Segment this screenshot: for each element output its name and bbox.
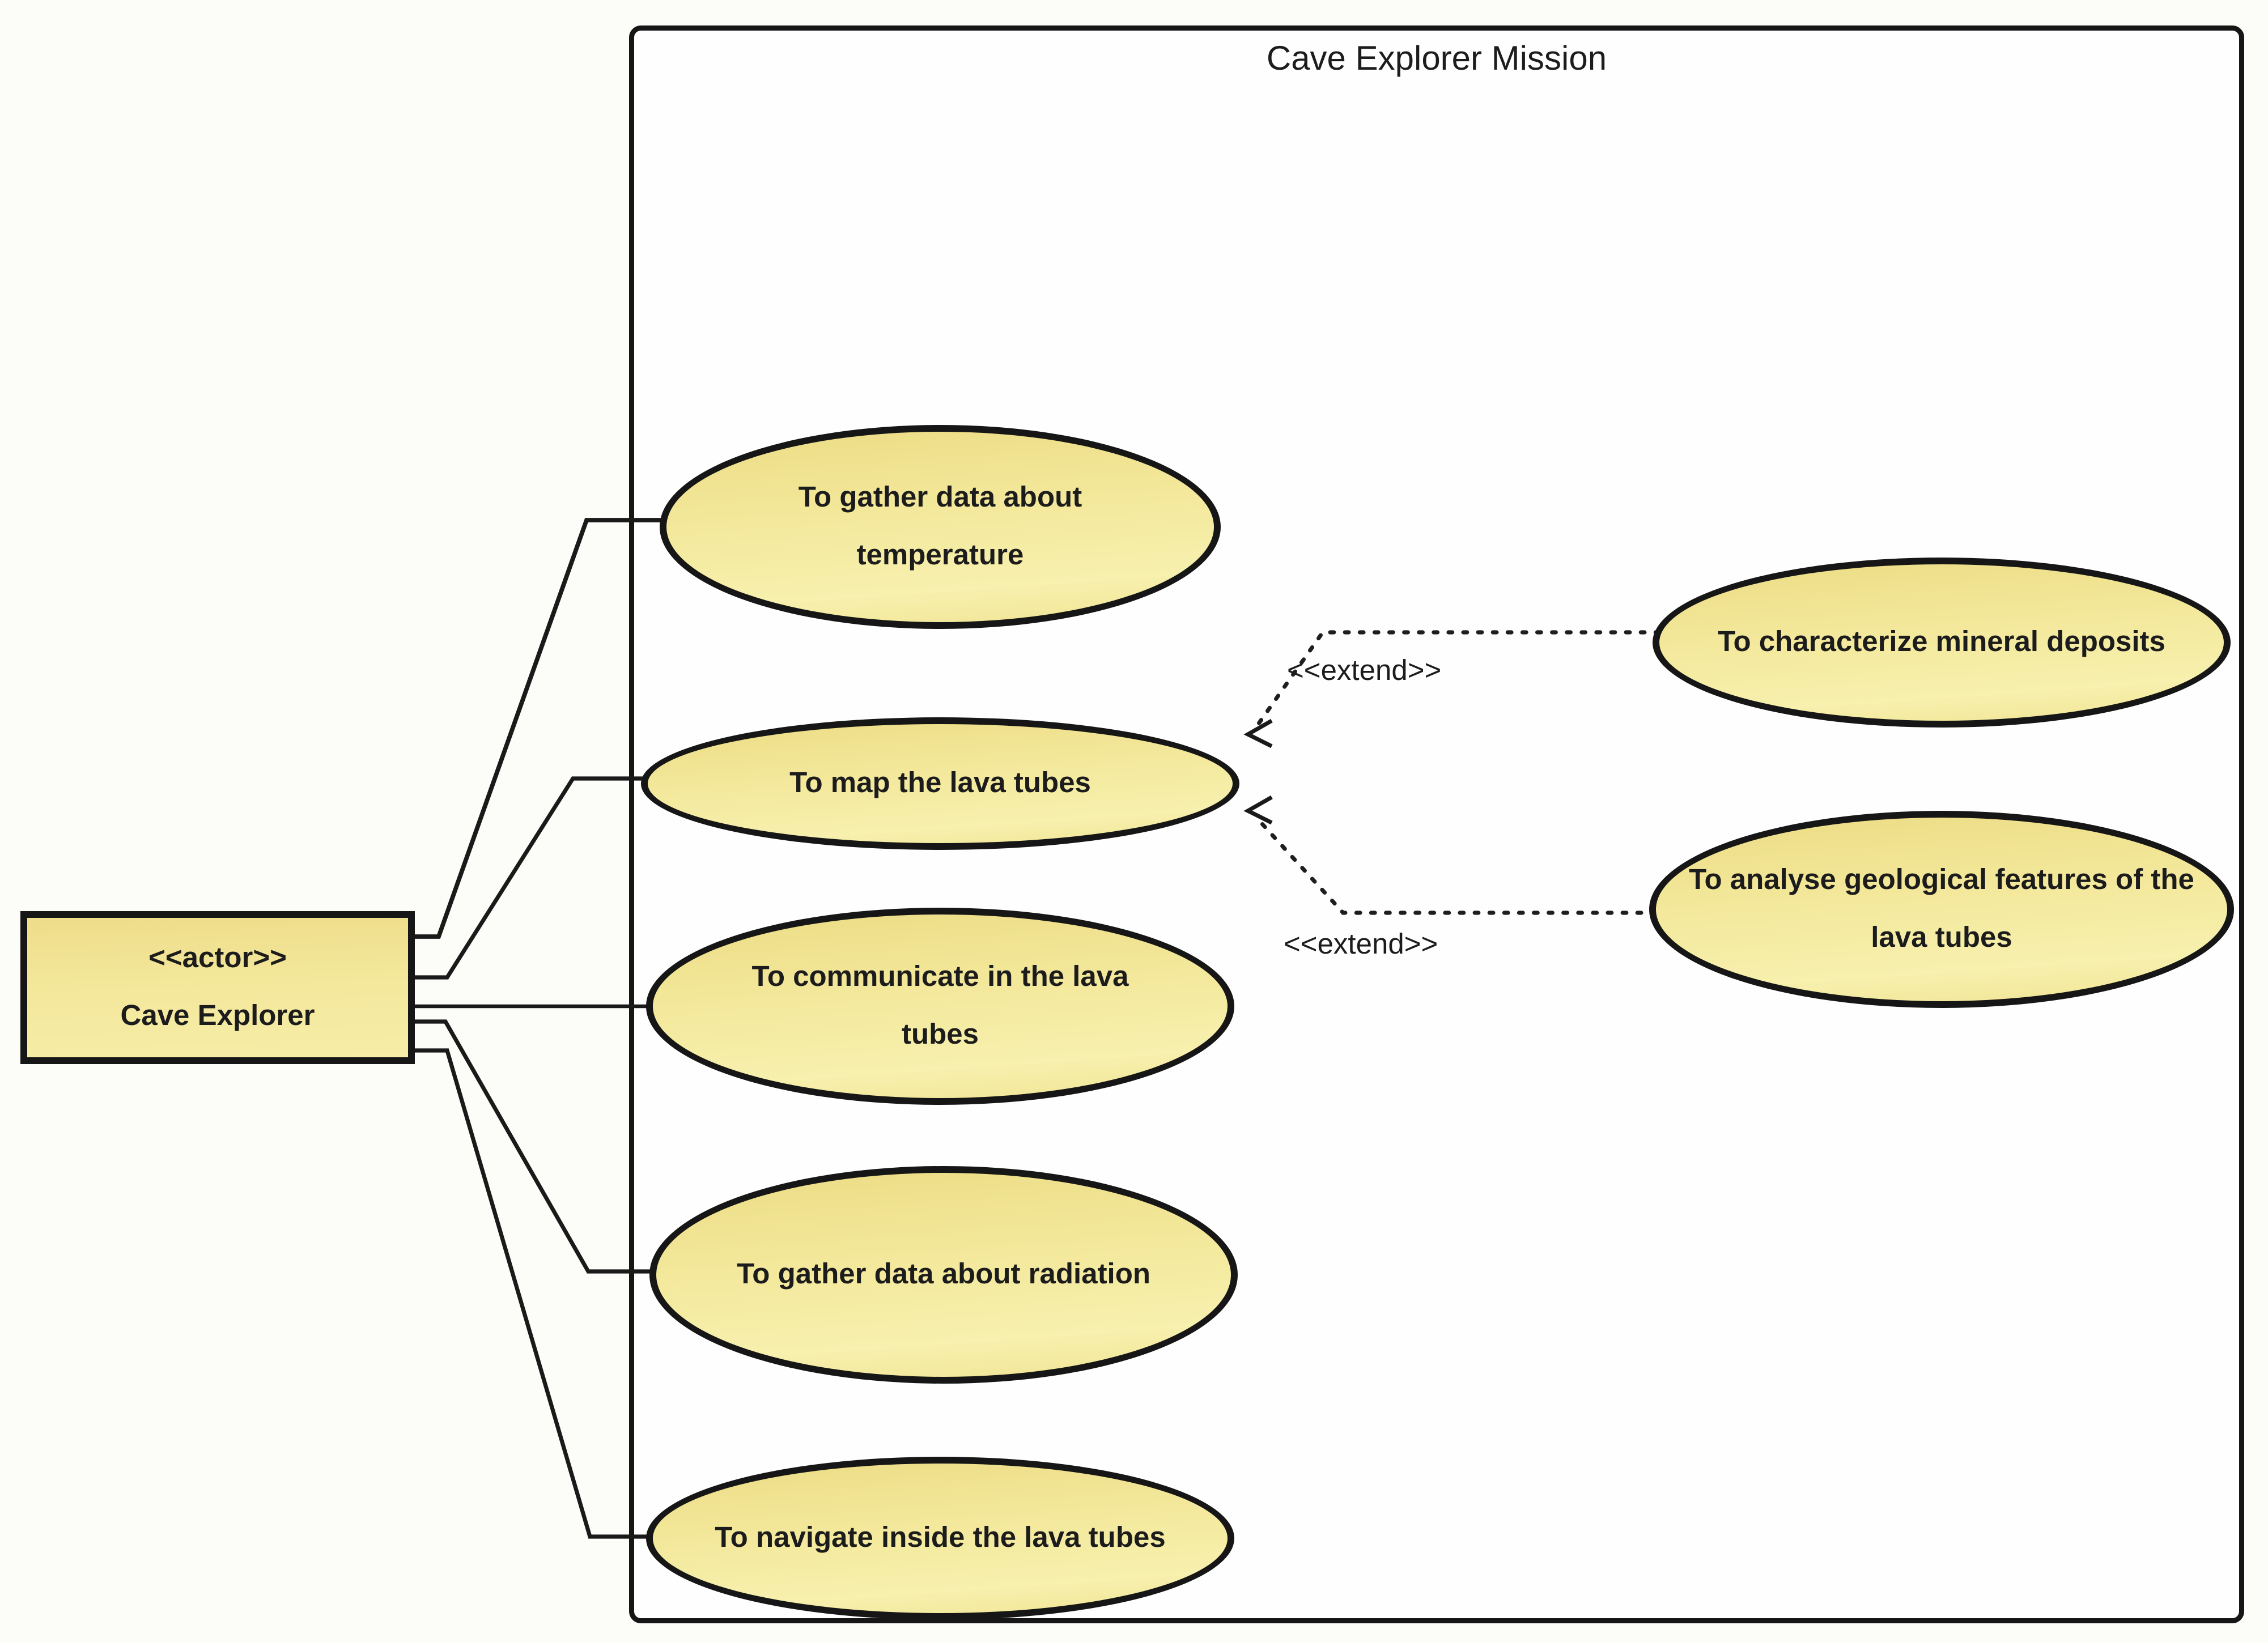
extend-arrowhead-upper-icon [1243,718,1273,748]
actor-stereotype: <<actor>> [148,942,287,974]
use-case-navigate: To navigate inside the lava tubes [646,1457,1234,1620]
use-case-communicate: To communicate in the lava tubes [646,908,1234,1105]
use-case-analyse-geological: To analyse geological features of the la… [1649,811,2234,1008]
use-case-label: To gather data about radiation [736,1258,1151,1290]
extend-line-characterize-to-map [1252,630,1662,731]
extend-label-upper: <<extend>> [1287,654,1442,687]
extend-arrowhead-lower-icon [1243,795,1273,825]
use-case-gather-temperature: To gather data about temperature [660,425,1221,629]
extend-label-lower: <<extend>> [1284,928,1438,960]
association-actor-temperature [415,518,670,939]
use-case-gather-radiation: To gather data about radiation [649,1166,1238,1384]
use-case-label: To characterize mineral deposits [1718,625,2165,658]
system-boundary-title: Cave Explorer Mission [1266,41,1607,78]
use-case-label: To gather data about temperature [798,481,1082,571]
use-case-label: To map the lava tubes [789,767,1091,799]
association-actor-map [415,776,653,980]
use-case-label: To analyse geological features of the la… [1689,863,2194,954]
use-case-label: To communicate in the lava tubes [751,960,1129,1050]
use-case-label: To navigate inside the lava tubes [715,1521,1166,1554]
association-actor-navigate [415,1048,655,1539]
use-case-map-lava-tubes: To map the lava tubes [641,717,1239,850]
actor-name: Cave Explorer [120,999,315,1032]
use-case-characterize-minerals: To characterize mineral deposits [1653,558,2231,728]
extend-line-analyse-to-map [1254,815,1658,915]
actor-box-cave-explorer: <<actor>> Cave Explorer [20,911,415,1064]
association-actor-radiation [415,1019,658,1274]
